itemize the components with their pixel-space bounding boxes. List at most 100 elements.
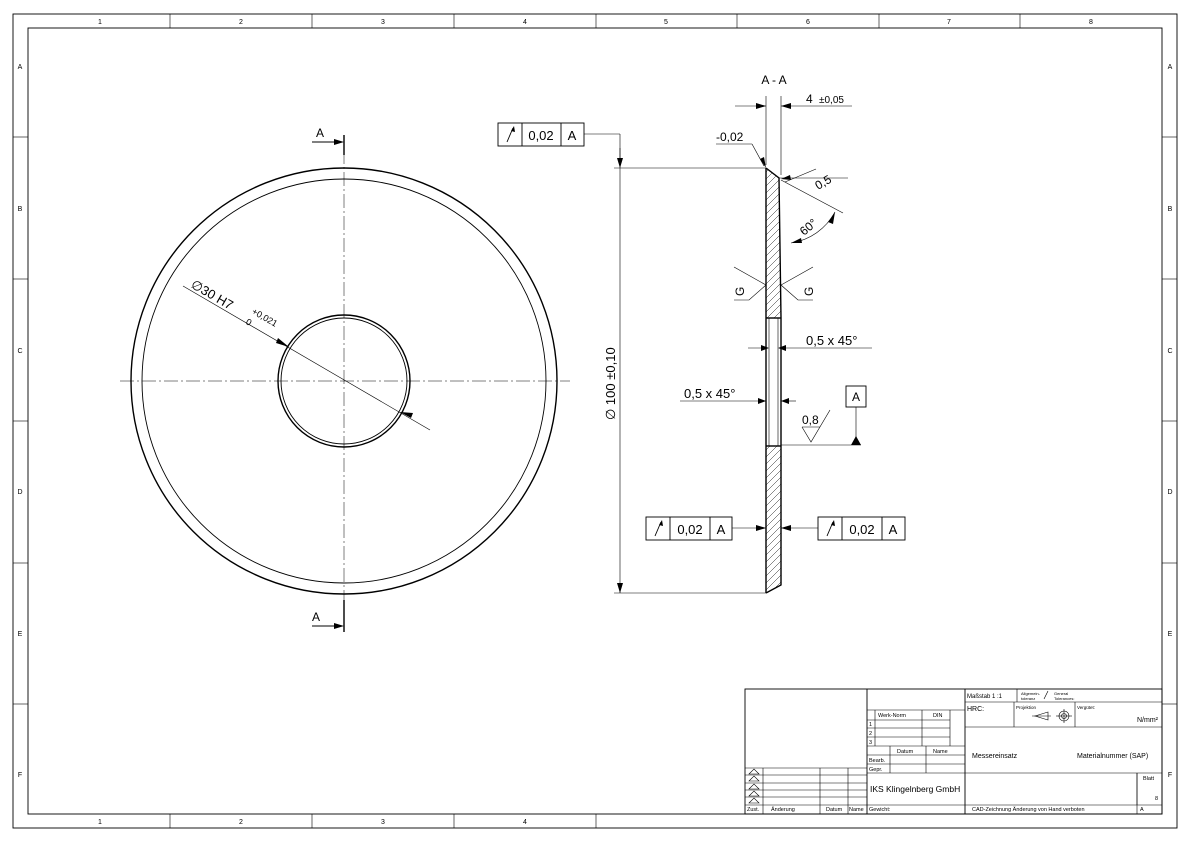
section-hatch-line — [766, 256, 781, 282]
section-hatch-line — [766, 513, 781, 539]
section-hatch-line — [766, 172, 781, 198]
section-hatch-line — [766, 555, 781, 581]
section-hatch-line — [766, 221, 781, 247]
row-label: A — [18, 64, 23, 71]
runout-frame-top: 0,02 A — [497, 122, 621, 162]
scale-label: Maßstab 1 :1 — [967, 694, 1003, 700]
zust-label: Zust. — [747, 807, 760, 813]
row-label: F — [1168, 772, 1172, 779]
gewicht-label: Gewicht: — [869, 807, 891, 813]
general-tol-4: Tolerances: — [1054, 696, 1074, 701]
row-label: C — [17, 348, 22, 355]
section-hatch-line — [766, 534, 781, 560]
material-number: Materialnummer (SAP) — [1077, 753, 1148, 760]
section-hatch-line — [766, 168, 781, 170]
col-label-bottom: 3 — [381, 819, 385, 826]
section-letter-bottom: A — [312, 610, 320, 624]
format-label: A — [1140, 807, 1144, 813]
runout-value: 0,02 — [849, 522, 874, 537]
col-label: 2 — [239, 19, 243, 26]
bore-tolerance-lower: 0 — [244, 317, 253, 328]
section-hatch-line — [766, 214, 781, 240]
section-letter-top: A — [316, 126, 324, 140]
projection-label: Projektion — [1016, 705, 1037, 710]
general-tol-2: toleranz — [1021, 696, 1035, 701]
section-hatch-line — [766, 485, 781, 511]
row-label: D — [1167, 489, 1172, 496]
section-hatch-line — [766, 298, 781, 318]
runout-value: 0,02 — [528, 128, 553, 143]
section-hatch-line — [766, 277, 781, 303]
section-hatch-line — [766, 464, 781, 490]
projection-icon — [1032, 709, 1072, 723]
runout-frame-right: 0,02 A — [781, 516, 906, 541]
cad-note: CAD-Zeichnung Änderung von Hand verboten — [972, 806, 1085, 813]
section-hatch-line — [766, 179, 781, 205]
section-hatch-line — [766, 200, 781, 226]
section-hatch-line — [766, 506, 781, 532]
hrc-label: HRC: — [967, 706, 984, 713]
col-label: 5 — [664, 19, 668, 26]
part-name: Messereinsatz — [972, 753, 1018, 760]
general-tol-3: General — [1054, 691, 1068, 696]
section-hatch-line — [766, 186, 781, 212]
bore-tolerance-upper: +0,021 — [250, 306, 279, 329]
section-hatch-line — [766, 168, 781, 191]
row-label: D — [17, 489, 22, 496]
werknorm-label: Werk-Norm — [878, 713, 906, 719]
name-label-2: Name — [849, 807, 864, 813]
col-label-bottom: 1 — [98, 819, 102, 826]
bore-chamfer-left: 0,5 x 45° — [684, 386, 735, 401]
datum-letter: A — [852, 390, 860, 404]
section-hatch-line — [766, 541, 781, 567]
name-label: Name — [933, 749, 948, 755]
col-label: 7 — [947, 19, 951, 26]
row-label: A — [1168, 64, 1173, 71]
section-hatch-line — [766, 471, 781, 497]
bore-chamfer-right: 0,5 x 45° — [806, 333, 857, 348]
row-label: F — [18, 772, 22, 779]
company-name: IKS Klingelnberg GmbH — [870, 784, 960, 794]
col-label: 1 — [98, 19, 102, 26]
thickness-dimension: 4 — [806, 92, 813, 106]
section-hatch-line — [766, 263, 781, 289]
datum-label: Datum — [897, 749, 914, 755]
strength-label: Vergütet: — [1077, 705, 1095, 710]
blatt-label: Blatt — [1143, 776, 1154, 782]
thickness-tolerance: ±0,05 — [819, 95, 844, 106]
section-hatch-line — [766, 457, 781, 483]
bearb-label: Bearb. — [869, 758, 886, 764]
din-label: DIN — [933, 713, 943, 719]
section-hatch-line — [766, 446, 781, 469]
col-label: 4 — [523, 19, 527, 26]
col-label: 8 — [1089, 19, 1093, 26]
section-hatch-line — [766, 291, 781, 317]
section-hatch-line — [766, 284, 781, 310]
section-hatch-line — [766, 446, 781, 462]
section-hatch-line — [766, 235, 781, 261]
section-hatch-line — [766, 270, 781, 296]
row-label: C — [1167, 348, 1172, 355]
section-hatch-line — [762, 138, 786, 162]
row-label: B — [18, 206, 23, 213]
aenderung-label: Änderung — [771, 806, 795, 813]
roughness-value: 0,8 — [802, 413, 819, 427]
section-hatch-line — [766, 562, 781, 588]
edge-tolerance: -0,02 — [716, 130, 744, 144]
surface-symbol-left: G — [733, 287, 747, 296]
col-label: 6 — [806, 19, 810, 26]
section-hatch-line — [766, 527, 781, 553]
runout-value: 0,02 — [677, 522, 702, 537]
section-hatch-line — [766, 492, 781, 518]
col-label: 3 — [381, 19, 385, 26]
section-hatch-line — [766, 548, 781, 574]
section-hatch-line — [766, 242, 781, 268]
surface-symbol-right: G — [802, 287, 816, 296]
row-num-3: 3 — [869, 740, 872, 746]
section-hatch-line — [766, 228, 781, 254]
section-hatch-line — [762, 598, 786, 622]
col-label-bottom: 4 — [523, 819, 527, 826]
row-num-2: 2 — [869, 731, 872, 737]
section-hatch-line — [766, 249, 781, 275]
